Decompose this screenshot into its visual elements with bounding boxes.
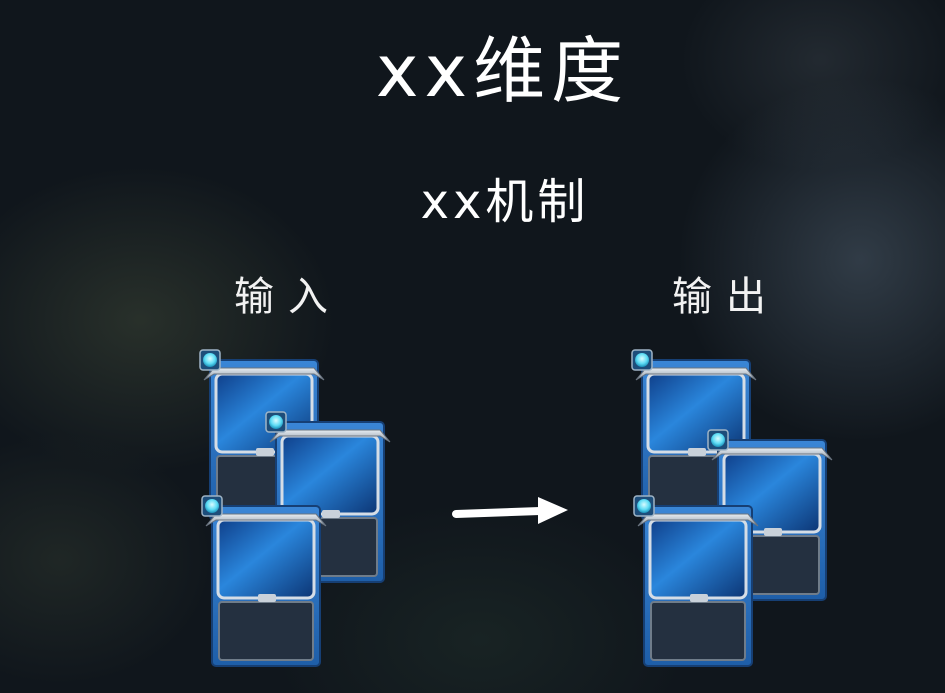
input-card-stack [198,348,392,668]
output-card-stack [630,348,834,668]
slide-subtitle: xx机制 [420,174,590,230]
output-label: 输出 [672,274,780,320]
card-icon [200,494,328,668]
card-icon [632,494,760,668]
slide-title: xx维度 [375,29,630,113]
input-label: 输入 [234,274,342,320]
arrow-right-icon [452,497,568,524]
